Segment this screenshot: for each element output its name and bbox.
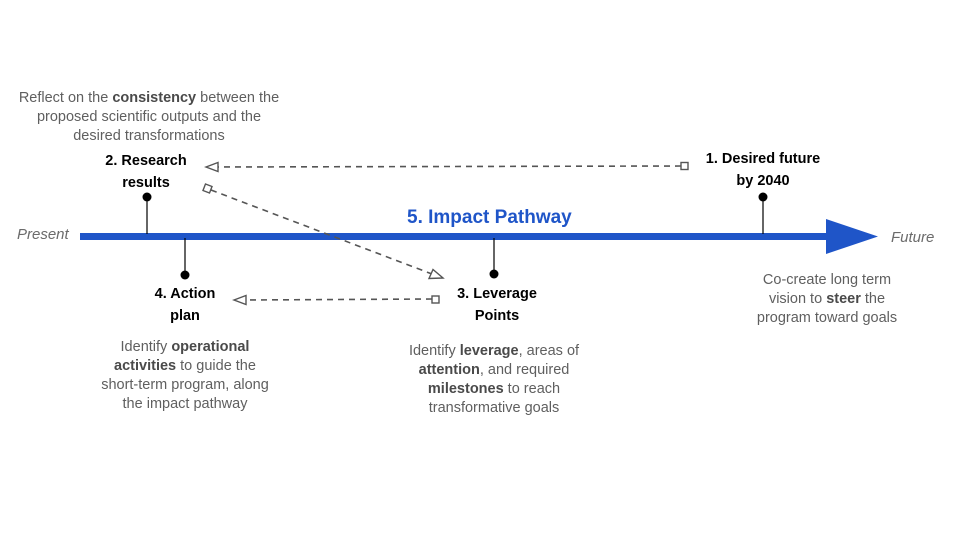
desc-text: transformative goals xyxy=(428,400,560,416)
marker-action-plan xyxy=(180,238,190,280)
desc-text: the xyxy=(860,291,886,307)
pathway-title: 5. Impact Pathway xyxy=(407,207,572,228)
desc-emphasis: steer xyxy=(826,291,861,307)
node-desired-future-title: 1. Desired future by 2040 xyxy=(683,148,843,192)
node-research-results-title: 2. Research results xyxy=(86,150,206,194)
desc-emphasis: activities xyxy=(114,358,177,374)
desc-emphasis: operational xyxy=(171,339,250,355)
node-research-results-desc: Reflect on the consistency between the p… xyxy=(0,89,298,146)
timeline-arrow-head xyxy=(826,219,878,254)
marker-research-results xyxy=(142,192,152,234)
desc-text: vision to xyxy=(768,291,827,307)
leverage-points-title-line1: 3. Leverage xyxy=(457,286,537,302)
desc-text: short-term program, along xyxy=(101,377,269,393)
desc-text: proposed scientific outputs and the xyxy=(36,109,262,125)
desc-text: program toward goals xyxy=(756,310,898,326)
node-leverage-points-title: 3. Leverage Points xyxy=(437,283,557,327)
desc-emphasis: leverage xyxy=(459,343,519,359)
desc-text: the impact pathway xyxy=(122,396,248,412)
desc-text: Identify xyxy=(120,339,172,355)
research-results-title-line2: results xyxy=(122,175,170,191)
desc-text: desired transformations xyxy=(73,128,225,144)
node-action-plan-desc: Identify operational activities to guide… xyxy=(75,338,295,414)
desc-text: to guide the xyxy=(176,358,256,374)
connector-leverage-to-action xyxy=(232,294,440,306)
desc-text: Identify xyxy=(408,343,460,359)
marker-leverage-points xyxy=(489,238,499,279)
node-leverage-points-desc: Identify leverage, areas of attention, a… xyxy=(384,342,604,418)
desc-text: to reach xyxy=(503,381,561,397)
desc-emphasis: attention xyxy=(418,362,480,378)
research-results-title-line1: 2. Research xyxy=(105,153,187,169)
desc-emphasis: consistency xyxy=(112,90,197,106)
desc-text: Reflect on the xyxy=(18,90,113,106)
future-label: Future xyxy=(891,229,935,246)
timeline-arrow-shaft xyxy=(80,233,835,240)
desc-text: , areas of xyxy=(518,343,580,359)
present-label: Present xyxy=(17,226,69,243)
node-desired-future-desc: Co-create long term vision to steer the … xyxy=(727,271,927,328)
connector-research-to-leverage xyxy=(202,183,445,280)
desc-text: between the xyxy=(196,90,280,106)
action-plan-title-line1: 4. Action xyxy=(154,286,216,302)
desc-emphasis: milestones xyxy=(427,381,504,397)
marker-desired-future xyxy=(758,192,768,234)
connector-future-to-research xyxy=(204,161,689,173)
desc-text: Co-create long term xyxy=(762,272,892,288)
desired-future-title-line2: by 2040 xyxy=(736,173,790,189)
leverage-points-title-line2: Points xyxy=(474,308,520,324)
desired-future-title-line1: 1. Desired future xyxy=(705,151,821,167)
desc-text: , and required xyxy=(479,362,570,378)
node-action-plan-title: 4. Action plan xyxy=(125,283,245,327)
action-plan-title-line2: plan xyxy=(170,308,200,324)
